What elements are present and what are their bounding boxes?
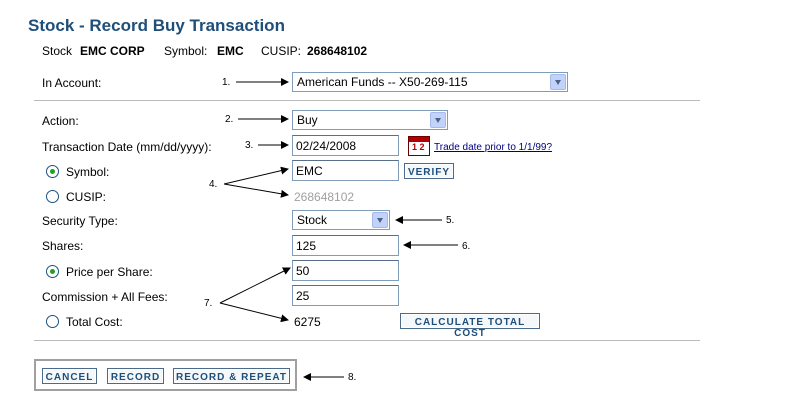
shares-input[interactable]: 125 [292, 235, 399, 256]
cusip-radio[interactable] [46, 190, 59, 203]
symbol-info-label: Symbol: [164, 44, 208, 58]
chevron-down-icon[interactable] [550, 74, 566, 90]
callout-4: 4. [209, 179, 218, 190]
callout-3: 3. [245, 140, 254, 151]
action-select[interactable]: Buy [292, 110, 448, 130]
trade-date-link[interactable]: Trade date prior to 1/1/99? [434, 142, 553, 153]
symbol-info-value: EMC [217, 44, 244, 58]
cancel-button[interactable]: CANCEL [42, 368, 97, 384]
callout-2: 2. [225, 114, 234, 125]
page-title: Stock - Record Buy Transaction [28, 16, 285, 35]
arrow-7a [219, 267, 291, 304]
callout-8: 8. [348, 372, 357, 383]
action-label: Action: [42, 114, 79, 128]
divider [34, 100, 700, 101]
divider [34, 340, 700, 341]
total-cost-label: Total Cost: [66, 315, 123, 329]
date-input[interactable]: 02/24/2008 [292, 135, 399, 156]
shares-label: Shares: [42, 239, 84, 253]
price-input[interactable]: 50 [292, 260, 399, 281]
verify-button[interactable]: VERIFY [404, 163, 454, 179]
stock-name: EMC CORP [80, 44, 145, 58]
callout-5: 5. [446, 215, 455, 226]
price-label: Price per Share: [66, 265, 153, 279]
arrow-7b [219, 302, 289, 323]
commission-input[interactable]: 25 [292, 285, 399, 306]
symbol-radio[interactable] [46, 165, 59, 178]
arrow-4a [223, 166, 289, 185]
record-button[interactable]: RECORD [107, 368, 164, 384]
total-cost-radio[interactable] [46, 315, 59, 328]
security-type-label: Security Type: [42, 214, 118, 228]
action-button-group [34, 359, 297, 391]
symbol-label: Symbol: [66, 165, 110, 179]
callout-6: 6. [462, 241, 471, 252]
calendar-icon[interactable]: 1 2 [408, 136, 430, 156]
account-label: In Account: [42, 76, 102, 90]
date-label: Transaction Date (mm/dd/yyyy): [42, 140, 212, 154]
arrow-4b [223, 183, 289, 198]
cusip-input[interactable]: 268648102 [294, 190, 355, 204]
cusip-info-label: CUSIP: [261, 44, 302, 58]
action-value: Buy [297, 113, 318, 127]
callout-1: 1. [222, 77, 231, 88]
security-type-select[interactable]: Stock [292, 210, 390, 230]
cusip-info-value: 268648102 [307, 44, 368, 58]
callout-7: 7. [204, 298, 213, 309]
record-repeat-button[interactable]: RECORD & REPEAT [173, 368, 290, 384]
commission-label: Commission + All Fees: [42, 290, 168, 304]
price-radio[interactable] [46, 265, 59, 278]
account-select[interactable]: American Funds -- X50-269-115 [292, 72, 568, 92]
chevron-down-icon[interactable] [430, 112, 446, 128]
account-value: American Funds -- X50-269-115 [297, 75, 468, 89]
stock-label: Stock [42, 44, 73, 58]
security-type-value: Stock [297, 213, 328, 227]
symbol-input[interactable]: EMC [292, 160, 399, 181]
total-cost-value: 6275 [294, 315, 321, 329]
cusip-label: CUSIP: [66, 190, 107, 204]
chevron-down-icon[interactable] [372, 212, 388, 228]
calculate-total-cost-button[interactable]: CALCULATE TOTAL COST [400, 313, 540, 339]
